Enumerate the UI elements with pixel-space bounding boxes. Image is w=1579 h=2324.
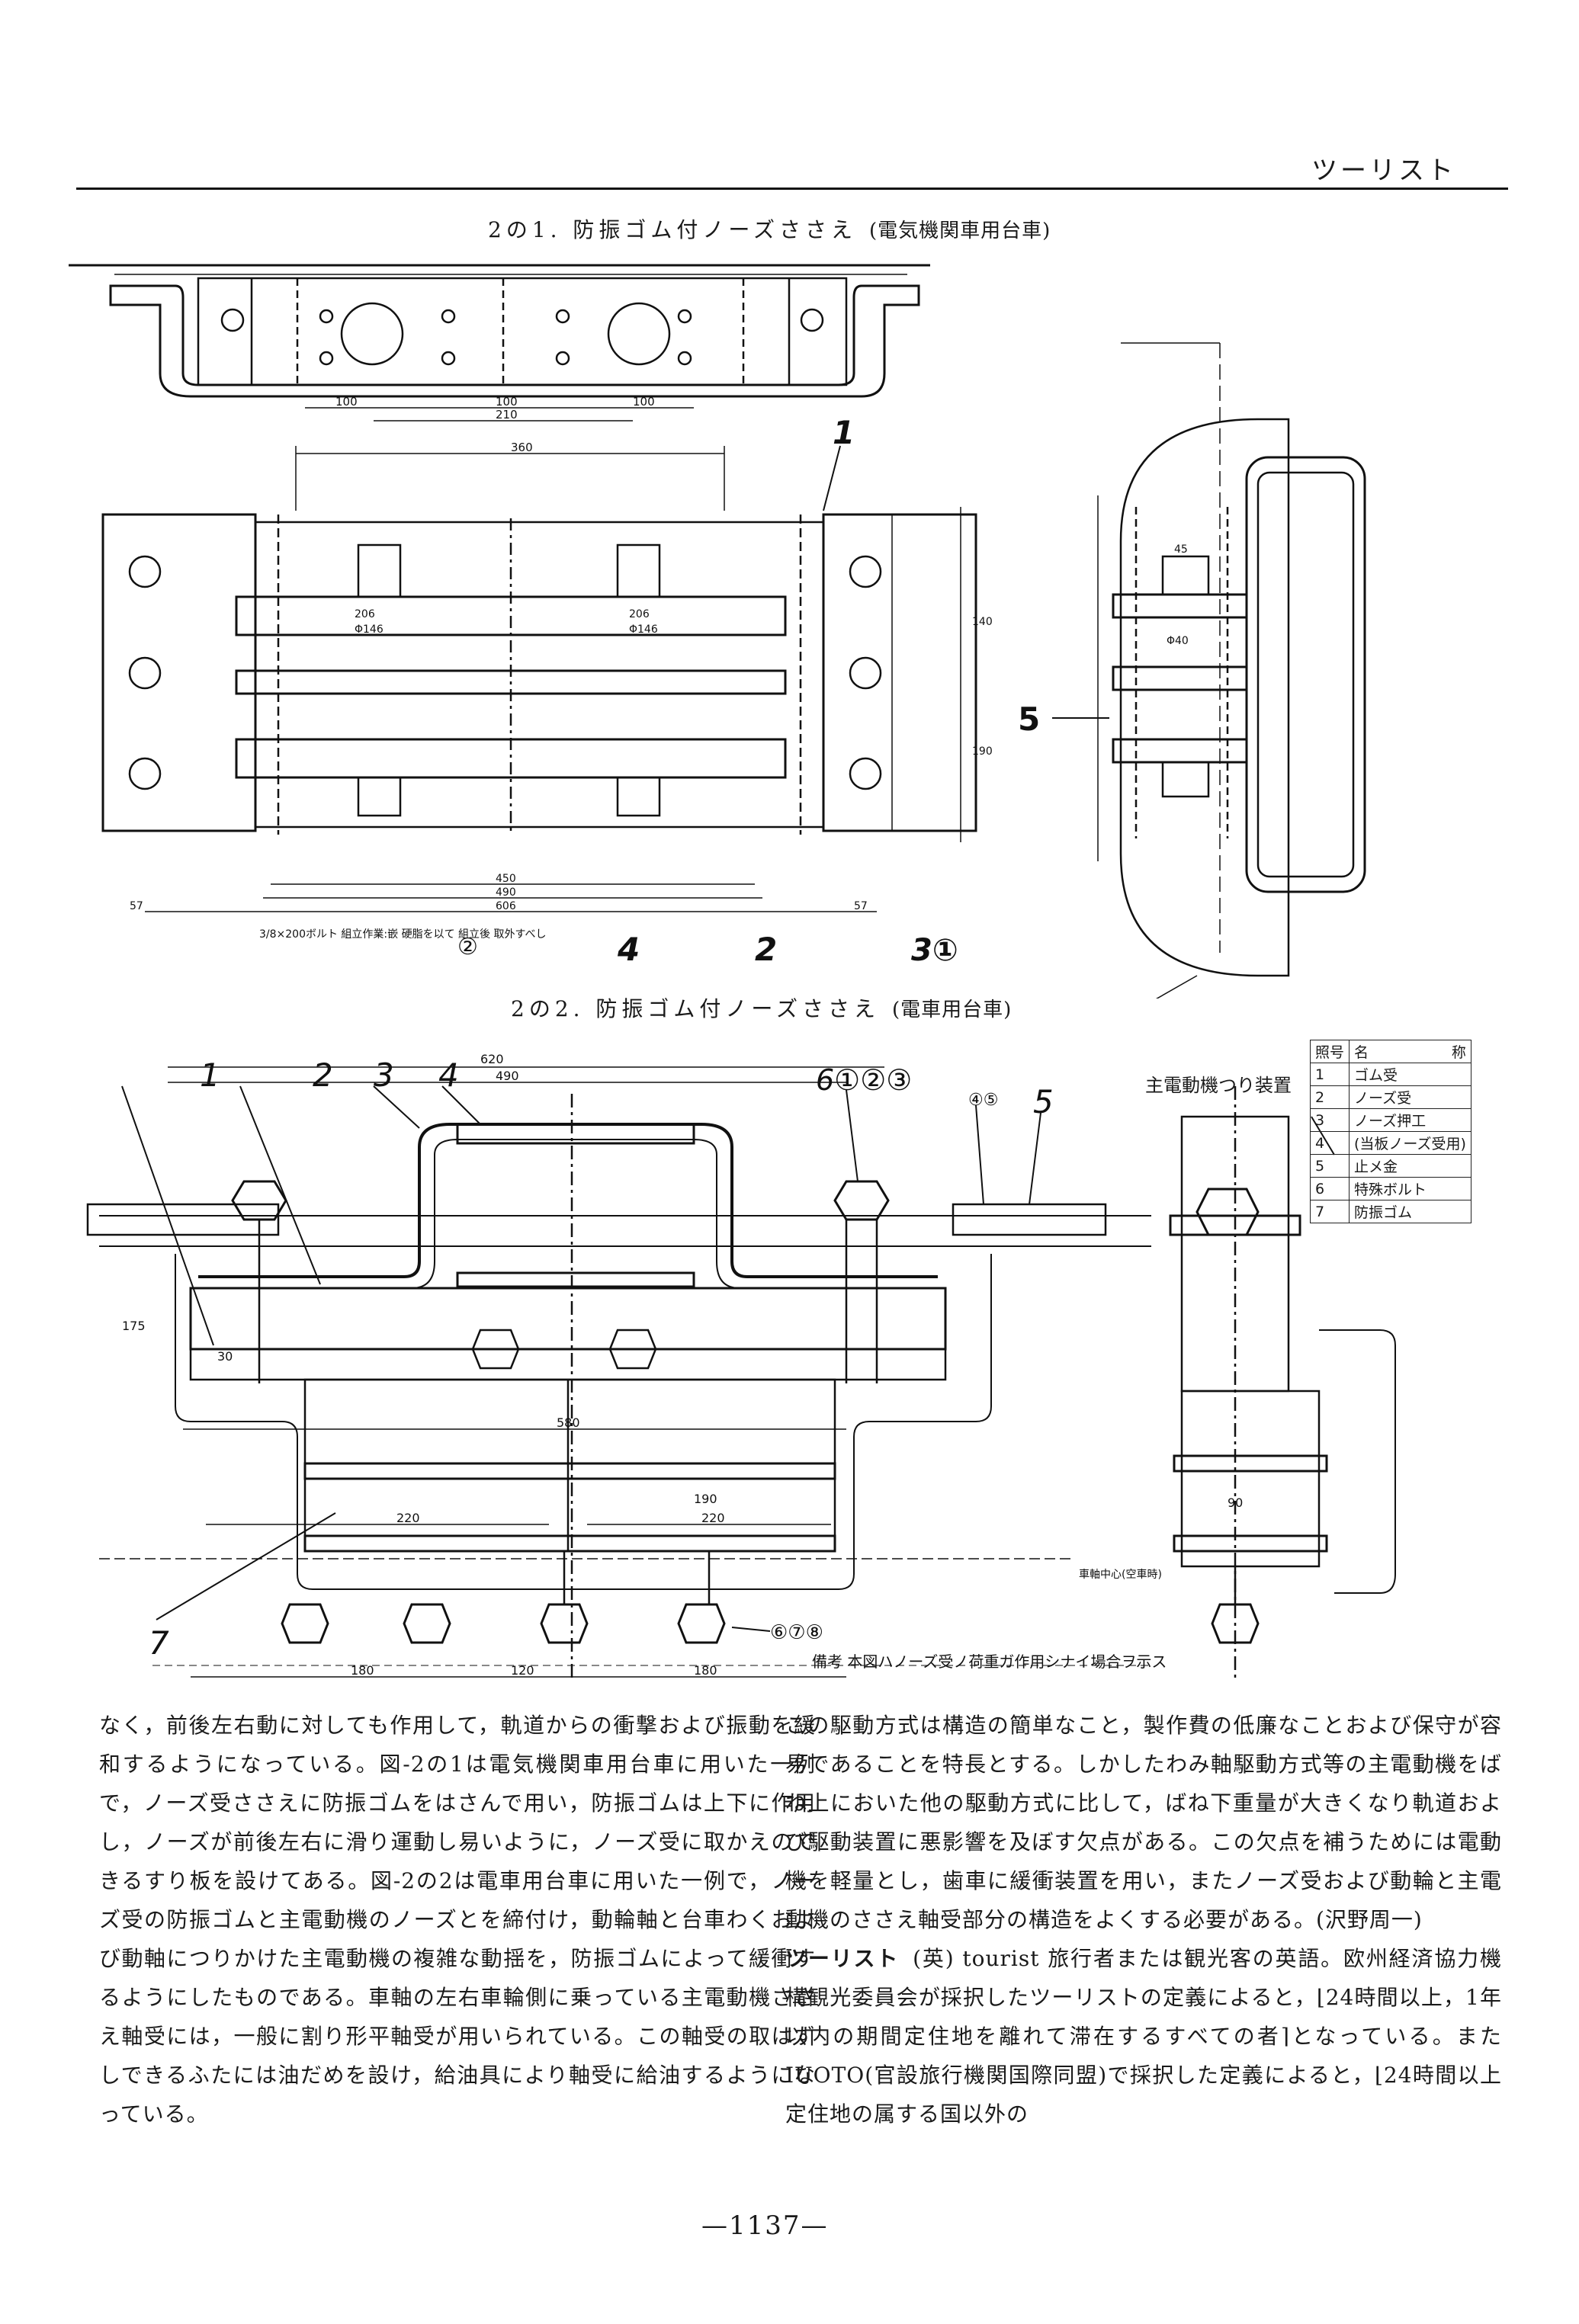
- figure2-label-1: 1: [200, 1056, 220, 1094]
- dim-220a: 220: [396, 1511, 420, 1525]
- dim-57a: 57: [130, 900, 143, 912]
- part-name: ノーズ受: [1349, 1085, 1471, 1109]
- dim-175: 175: [122, 1319, 146, 1333]
- part-name: (当板ノーズ受用): [1349, 1131, 1471, 1155]
- part-number: 6: [1309, 1177, 1350, 1200]
- figure1-caption-paren: (電気機関車用台車): [869, 220, 1051, 242]
- axle-note: 車軸中心(空車時): [1079, 1568, 1162, 1581]
- dim-490: 490: [496, 886, 516, 899]
- dim-45: 45: [1174, 543, 1188, 556]
- figure1-label-2: 2: [755, 931, 777, 968]
- parts-table-header: 照号 名 称: [1309, 1040, 1471, 1063]
- figure2-caption-paren: (電車用台車): [892, 999, 1013, 1021]
- part-name: 防振ゴム: [1349, 1200, 1471, 1223]
- table-row: 4(当板ノーズ受用): [1309, 1131, 1471, 1155]
- part-name: ノーズ押工: [1349, 1108, 1471, 1132]
- part-number: 5: [1309, 1154, 1350, 1178]
- dim-210: 210: [496, 408, 518, 422]
- page-number: —1137—: [701, 2210, 829, 2241]
- part-number: 1: [1309, 1063, 1350, 1086]
- dim-190: 190: [972, 745, 993, 758]
- part-number: 4: [1309, 1131, 1350, 1155]
- figure1-label-1: 1: [833, 414, 855, 451]
- part-name: ゴム受: [1349, 1063, 1471, 1086]
- dim-620: 620: [480, 1052, 504, 1066]
- figure2-drawing: 620 490 580 220 220 190 180 120 180 175 …: [86, 1052, 1396, 1681]
- dim-450: 450: [496, 873, 516, 885]
- parts-heading: 主電動機つり装置: [1145, 1075, 1292, 1096]
- figure1-plan-view: [101, 446, 977, 912]
- entry-term: ツーリスト: [785, 1946, 900, 1971]
- dim-100b: 100: [496, 395, 518, 409]
- dictionary-entry: ツーリスト(英) tourist 旅行者または観光客の英語。欧州経済協力機構観光…: [785, 1939, 1502, 2133]
- figure1-label-2-circled: ②: [457, 934, 478, 960]
- dim-40: Φ40: [1167, 635, 1189, 647]
- parts-col-name-2: 称: [1407, 1040, 1471, 1063]
- dim-606: 606: [496, 900, 516, 912]
- dim-490-fig2: 490: [496, 1069, 519, 1083]
- dim-190-fig2: 190: [694, 1492, 717, 1506]
- dim-360: 360: [511, 441, 533, 454]
- figure2-remark: 備考 本図ハノーズ受ノ荷重ガ作用シナイ場合ヲ示ス: [812, 1652, 1167, 1671]
- dim-220b: 220: [701, 1511, 725, 1525]
- parts-col-name-1: 名: [1349, 1040, 1408, 1063]
- part-number: 3: [1309, 1108, 1350, 1132]
- parts-col-number: 照号: [1309, 1040, 1350, 1063]
- body-column-left: なく，前後左右動に対しても作用して，軌道からの衝撃および振動を緩和するようになっ…: [99, 1706, 816, 2133]
- running-head: ツーリスト: [1311, 155, 1456, 186]
- figure1-side-view: [1097, 342, 1366, 999]
- dim-120: 120: [511, 1663, 534, 1678]
- part-name: 止メ金: [1349, 1154, 1471, 1178]
- figure2-label-6: 6①②③: [816, 1063, 912, 1097]
- dim-30: 30: [217, 1349, 233, 1364]
- dim-100a: 100: [335, 395, 358, 409]
- figure1-note: 3/8×200ボルト 組立作業:嵌 硬脂を以て 組立後 取外すべし: [259, 928, 547, 941]
- dim-146b: Φ146: [629, 623, 658, 636]
- dim-100c: 100: [633, 395, 655, 409]
- figure1-caption-title: 2の1. 防振ゴム付ノーズささえ: [488, 217, 858, 242]
- dim-57b: 57: [854, 900, 868, 912]
- dim-206b: 206: [629, 608, 650, 620]
- figure2-front-view: [86, 1066, 1151, 1681]
- figure1-label-4: 4: [617, 931, 640, 968]
- body-paragraph-left: なく，前後左右動に対しても作用して，軌道からの衝撃および振動を緩和するようになっ…: [99, 1713, 816, 2127]
- part-number: 7: [1309, 1200, 1350, 1223]
- figure2-label-5: 5: [1033, 1083, 1054, 1120]
- dim-580: 580: [557, 1415, 580, 1430]
- dim-180a: 180: [351, 1663, 374, 1678]
- figure1-label-5: 5: [1018, 700, 1040, 738]
- part-number: 2: [1309, 1085, 1350, 1109]
- figure1-label-3: 3①: [911, 933, 958, 968]
- body-paragraph-right: この駆動方式は構造の簡単なこと，製作費の低廉なことおよび保守が容易であることを特…: [785, 1713, 1502, 1932]
- figure2-caption-title: 2の2. 防振ゴム付ノーズささえ: [511, 996, 881, 1021]
- figure2-label-7: 7: [149, 1624, 169, 1662]
- part-name: 特殊ボルト: [1349, 1177, 1471, 1200]
- dim-180b: 180: [694, 1663, 717, 1678]
- entry-body: (英) tourist 旅行者または観光客の英語。欧州経済協力機構観光委員会が採…: [785, 1946, 1502, 2127]
- figure1-drawing: 100 100 100 210 360 206 Φ146 206 Φ146 45…: [69, 264, 1366, 999]
- figure2-label-2: 2: [313, 1056, 333, 1094]
- figure2-label-678: ⑥⑦⑧: [770, 1621, 823, 1644]
- dim-206a: 206: [355, 608, 375, 620]
- dim-140: 140: [972, 616, 993, 628]
- dim-146a: Φ146: [355, 623, 384, 636]
- figure2-label-45: ④⑤: [968, 1091, 998, 1110]
- figure1-caption: 2の1. 防振ゴム付ノーズささえ (電気機関車用台車): [488, 213, 1051, 244]
- figure2-label-4: 4: [438, 1056, 459, 1094]
- figure1-top-view: [69, 264, 930, 422]
- figure2-label-3: 3: [374, 1056, 394, 1094]
- header-rule: [76, 188, 1508, 190]
- figure2-caption: 2の2. 防振ゴム付ノーズささえ (電車用台車): [511, 992, 1012, 1023]
- body-column-right: この駆動方式は構造の簡単なこと，製作費の低廉なことおよび保守が容易であることを特…: [785, 1706, 1502, 2133]
